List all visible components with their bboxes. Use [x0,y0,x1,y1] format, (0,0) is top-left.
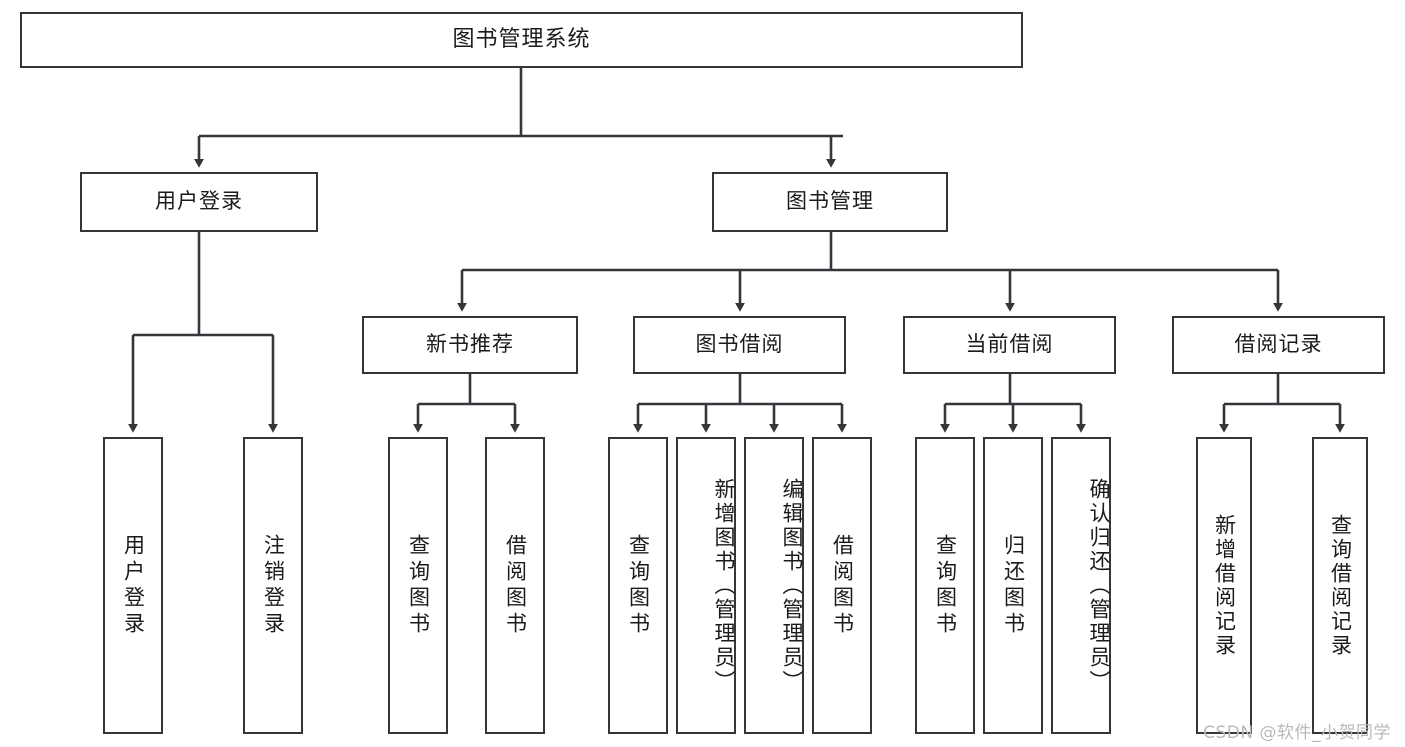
node-user-login[interactable]: 用户登录 [80,172,318,232]
node-new-book-rec-label: 新书推荐 [426,332,514,357]
node-leaf-borrow-book-2[interactable]: 借阅图书 [812,437,872,734]
node-leaf-edit-book[interactable]: 编辑图书（管理员） [744,437,804,734]
node-current-borrow-label: 当前借阅 [965,332,1054,357]
node-leaf-confirm-return[interactable]: 确认归还（管理员） [1051,437,1111,734]
node-leaf-return-book-label: 归还图书 [1001,533,1026,638]
node-leaf-borrow-book-1-label: 借阅图书 [503,533,528,638]
node-leaf-user-login-label: 用户登录 [121,533,146,638]
node-leaf-add-record[interactable]: 新增借阅记录 [1196,437,1252,734]
node-leaf-query-book-1[interactable]: 查询图书 [388,437,448,734]
node-book-borrow-label: 图书借阅 [695,332,784,357]
node-leaf-user-logout[interactable]: 注销登录 [243,437,303,734]
node-leaf-borrow-book-1[interactable]: 借阅图书 [485,437,545,734]
node-leaf-query-book-2-label: 查询图书 [626,533,651,638]
node-book-manage[interactable]: 图书管理 [712,172,948,232]
node-current-borrow[interactable]: 当前借阅 [903,316,1116,374]
node-leaf-add-record-label: 新增借阅记录 [1212,513,1237,658]
node-book-borrow[interactable]: 图书借阅 [633,316,846,374]
node-borrow-record[interactable]: 借阅记录 [1172,316,1385,374]
node-book-manage-label: 图书管理 [786,189,874,214]
node-root[interactable]: 图书管理系统 [20,12,1023,68]
node-new-book-rec[interactable]: 新书推荐 [362,316,578,374]
node-leaf-return-book[interactable]: 归还图书 [983,437,1043,734]
node-leaf-query-book-1-label: 查询图书 [406,533,431,638]
node-leaf-query-book-3[interactable]: 查询图书 [915,437,975,734]
node-leaf-user-login[interactable]: 用户登录 [103,437,163,734]
node-leaf-user-logout-label: 注销登录 [261,533,286,638]
node-leaf-query-book-2[interactable]: 查询图书 [608,437,668,734]
node-user-login-label: 用户登录 [155,189,243,214]
node-leaf-edit-book-label: 编辑图书（管理员） [780,477,804,694]
node-leaf-query-book-3-label: 查询图书 [933,533,958,638]
node-leaf-borrow-book-2-label: 借阅图书 [830,533,855,638]
node-leaf-confirm-return-label: 确认归还（管理员） [1087,477,1111,694]
node-borrow-record-label: 借阅记录 [1234,332,1323,357]
node-leaf-query-record-label: 查询借阅记录 [1328,513,1353,658]
csdn-watermark: CSDN @软件_小贺同学 [1203,723,1391,743]
node-leaf-add-book-label: 新增图书（管理员） [712,477,736,694]
node-leaf-add-book[interactable]: 新增图书（管理员） [676,437,736,734]
node-leaf-query-record[interactable]: 查询借阅记录 [1312,437,1368,734]
node-root-label: 图书管理系统 [452,26,591,52]
